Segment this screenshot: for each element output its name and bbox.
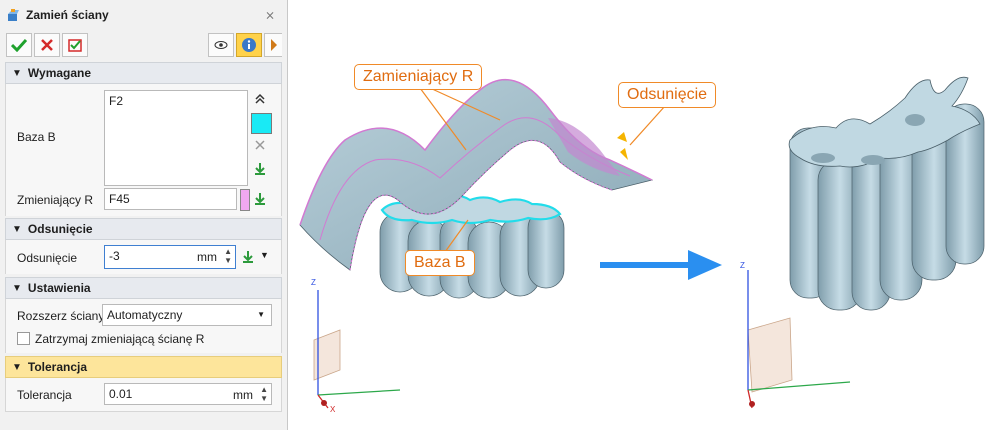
viewport[interactable]: Z X Z Zamieniający R Odsunięcie Baza B [288, 0, 1000, 431]
info-button[interactable] [236, 33, 262, 57]
callout-offset: Odsunięcie [618, 82, 717, 108]
pick-download-icon[interactable] [252, 161, 268, 177]
panel-title: Zamień ściany [26, 8, 109, 22]
base-color-swatch[interactable] [251, 113, 272, 134]
tolerance-body: Tolerancja 0.01 mm ▲▼ [5, 378, 282, 412]
offset-unit: mm [197, 250, 217, 264]
section-tolerance[interactable]: ▼ Tolerancja [5, 356, 282, 378]
apply-button[interactable] [62, 33, 88, 57]
settings-body: Rozszerz ściany Automatyczny ▼ Zatrzymaj… [5, 299, 282, 353]
keep-face-checkbox[interactable] [17, 332, 30, 345]
offset-input[interactable]: -3 mm ▲▼ [104, 245, 236, 269]
axis-z-label: Z [311, 278, 316, 287]
extend-value: Automatyczny [107, 308, 183, 322]
required-body: Baza B F2 Zmieniający R F45 [5, 84, 282, 216]
section-tolerance-title: Tolerancja [27, 360, 88, 374]
eye-icon [214, 41, 228, 49]
base-faces-list[interactable]: F2 [104, 90, 248, 186]
tolerance-input[interactable]: 0.01 mm ▲▼ [104, 383, 272, 405]
section-offset[interactable]: ▼ Odsunięcie [5, 218, 282, 240]
tolerance-value: 0.01 [109, 387, 133, 401]
tolerance-label: Tolerancja [17, 388, 72, 402]
collapse-arrow-icon: ▼ [12, 223, 22, 235]
axis-x-label: X [330, 405, 336, 414]
ok-button[interactable] [6, 33, 32, 57]
extend-select[interactable]: Automatyczny ▼ [102, 304, 272, 326]
offset-arrow-icon [617, 132, 628, 160]
result-top-face [788, 76, 981, 168]
section-required[interactable]: ▼ Wymagane [5, 62, 282, 84]
collapse-arrow-icon: ▼ [12, 67, 22, 79]
apply-icon [68, 39, 82, 52]
tolerance-unit: mm [233, 388, 253, 402]
dropdown-arrow-icon[interactable]: ▼ [260, 250, 269, 260]
more-icon [270, 39, 277, 51]
viewport-drawing: Z X Z [299, 76, 985, 414]
axis-triad-right: Z [740, 261, 851, 409]
collapse-arrow-icon: ▼ [12, 282, 22, 294]
axis-z-label: Z [740, 261, 745, 270]
remove-icon[interactable] [252, 137, 268, 153]
collapse-arrow-icon: ▼ [12, 361, 22, 373]
pick-download-icon[interactable] [252, 191, 268, 207]
offset-label: Odsunięcie [17, 251, 78, 265]
replacing-surface [299, 79, 654, 271]
section-settings-title: Ustawienia [27, 281, 91, 295]
axis-triad-left: Z X [311, 278, 401, 414]
callout-base: Baza B [405, 250, 475, 276]
replacing-value: F45 [109, 192, 130, 206]
chevron-down-icon: ▼ [257, 310, 265, 319]
close-x-icon [41, 39, 53, 51]
cancel-button[interactable] [34, 33, 60, 57]
pick-download-icon[interactable] [240, 249, 256, 265]
replacing-color-swatch[interactable] [240, 189, 250, 211]
replacing-label: Zmieniający R [17, 193, 94, 207]
replace-faces-icon [8, 9, 19, 21]
more-button[interactable] [264, 33, 282, 57]
replacing-field[interactable]: F45 [104, 188, 237, 210]
transition-arrow-icon [600, 250, 722, 280]
panel-toolbar [0, 30, 287, 60]
extend-label: Rozszerz ściany [17, 309, 105, 323]
section-required-title: Wymagane [27, 66, 92, 80]
section-settings[interactable]: ▼ Ustawienia [5, 277, 282, 299]
panel-titlebar: Zamień ściany ⨯ [0, 0, 287, 30]
spinner-icon[interactable]: ▲▼ [224, 247, 232, 265]
base-faces-item[interactable]: F2 [109, 94, 124, 108]
offset-value: -3 [109, 249, 120, 263]
callout-replacing: Zamieniający R [354, 64, 483, 90]
base-label: Baza B [17, 130, 56, 144]
offset-body: Odsunięcie -3 mm ▲▼ ▼ [5, 240, 282, 274]
keep-face-label: Zatrzymaj zmieniającą ścianę R [35, 332, 205, 346]
section-offset-title: Odsunięcie [27, 222, 93, 236]
check-icon [11, 38, 27, 52]
info-icon [242, 38, 256, 52]
base-part [379, 194, 565, 299]
move-up-icon[interactable] [252, 91, 268, 107]
preview-button[interactable] [208, 33, 234, 57]
replace-faces-panel: Zamień ściany ⨯ ▼ Wymagane Baza B F2 [0, 0, 288, 430]
spinner-icon[interactable]: ▲▼ [260, 385, 268, 403]
close-icon[interactable]: ⨯ [264, 8, 275, 22]
base-part-columns [379, 209, 565, 299]
result-part [788, 76, 985, 311]
